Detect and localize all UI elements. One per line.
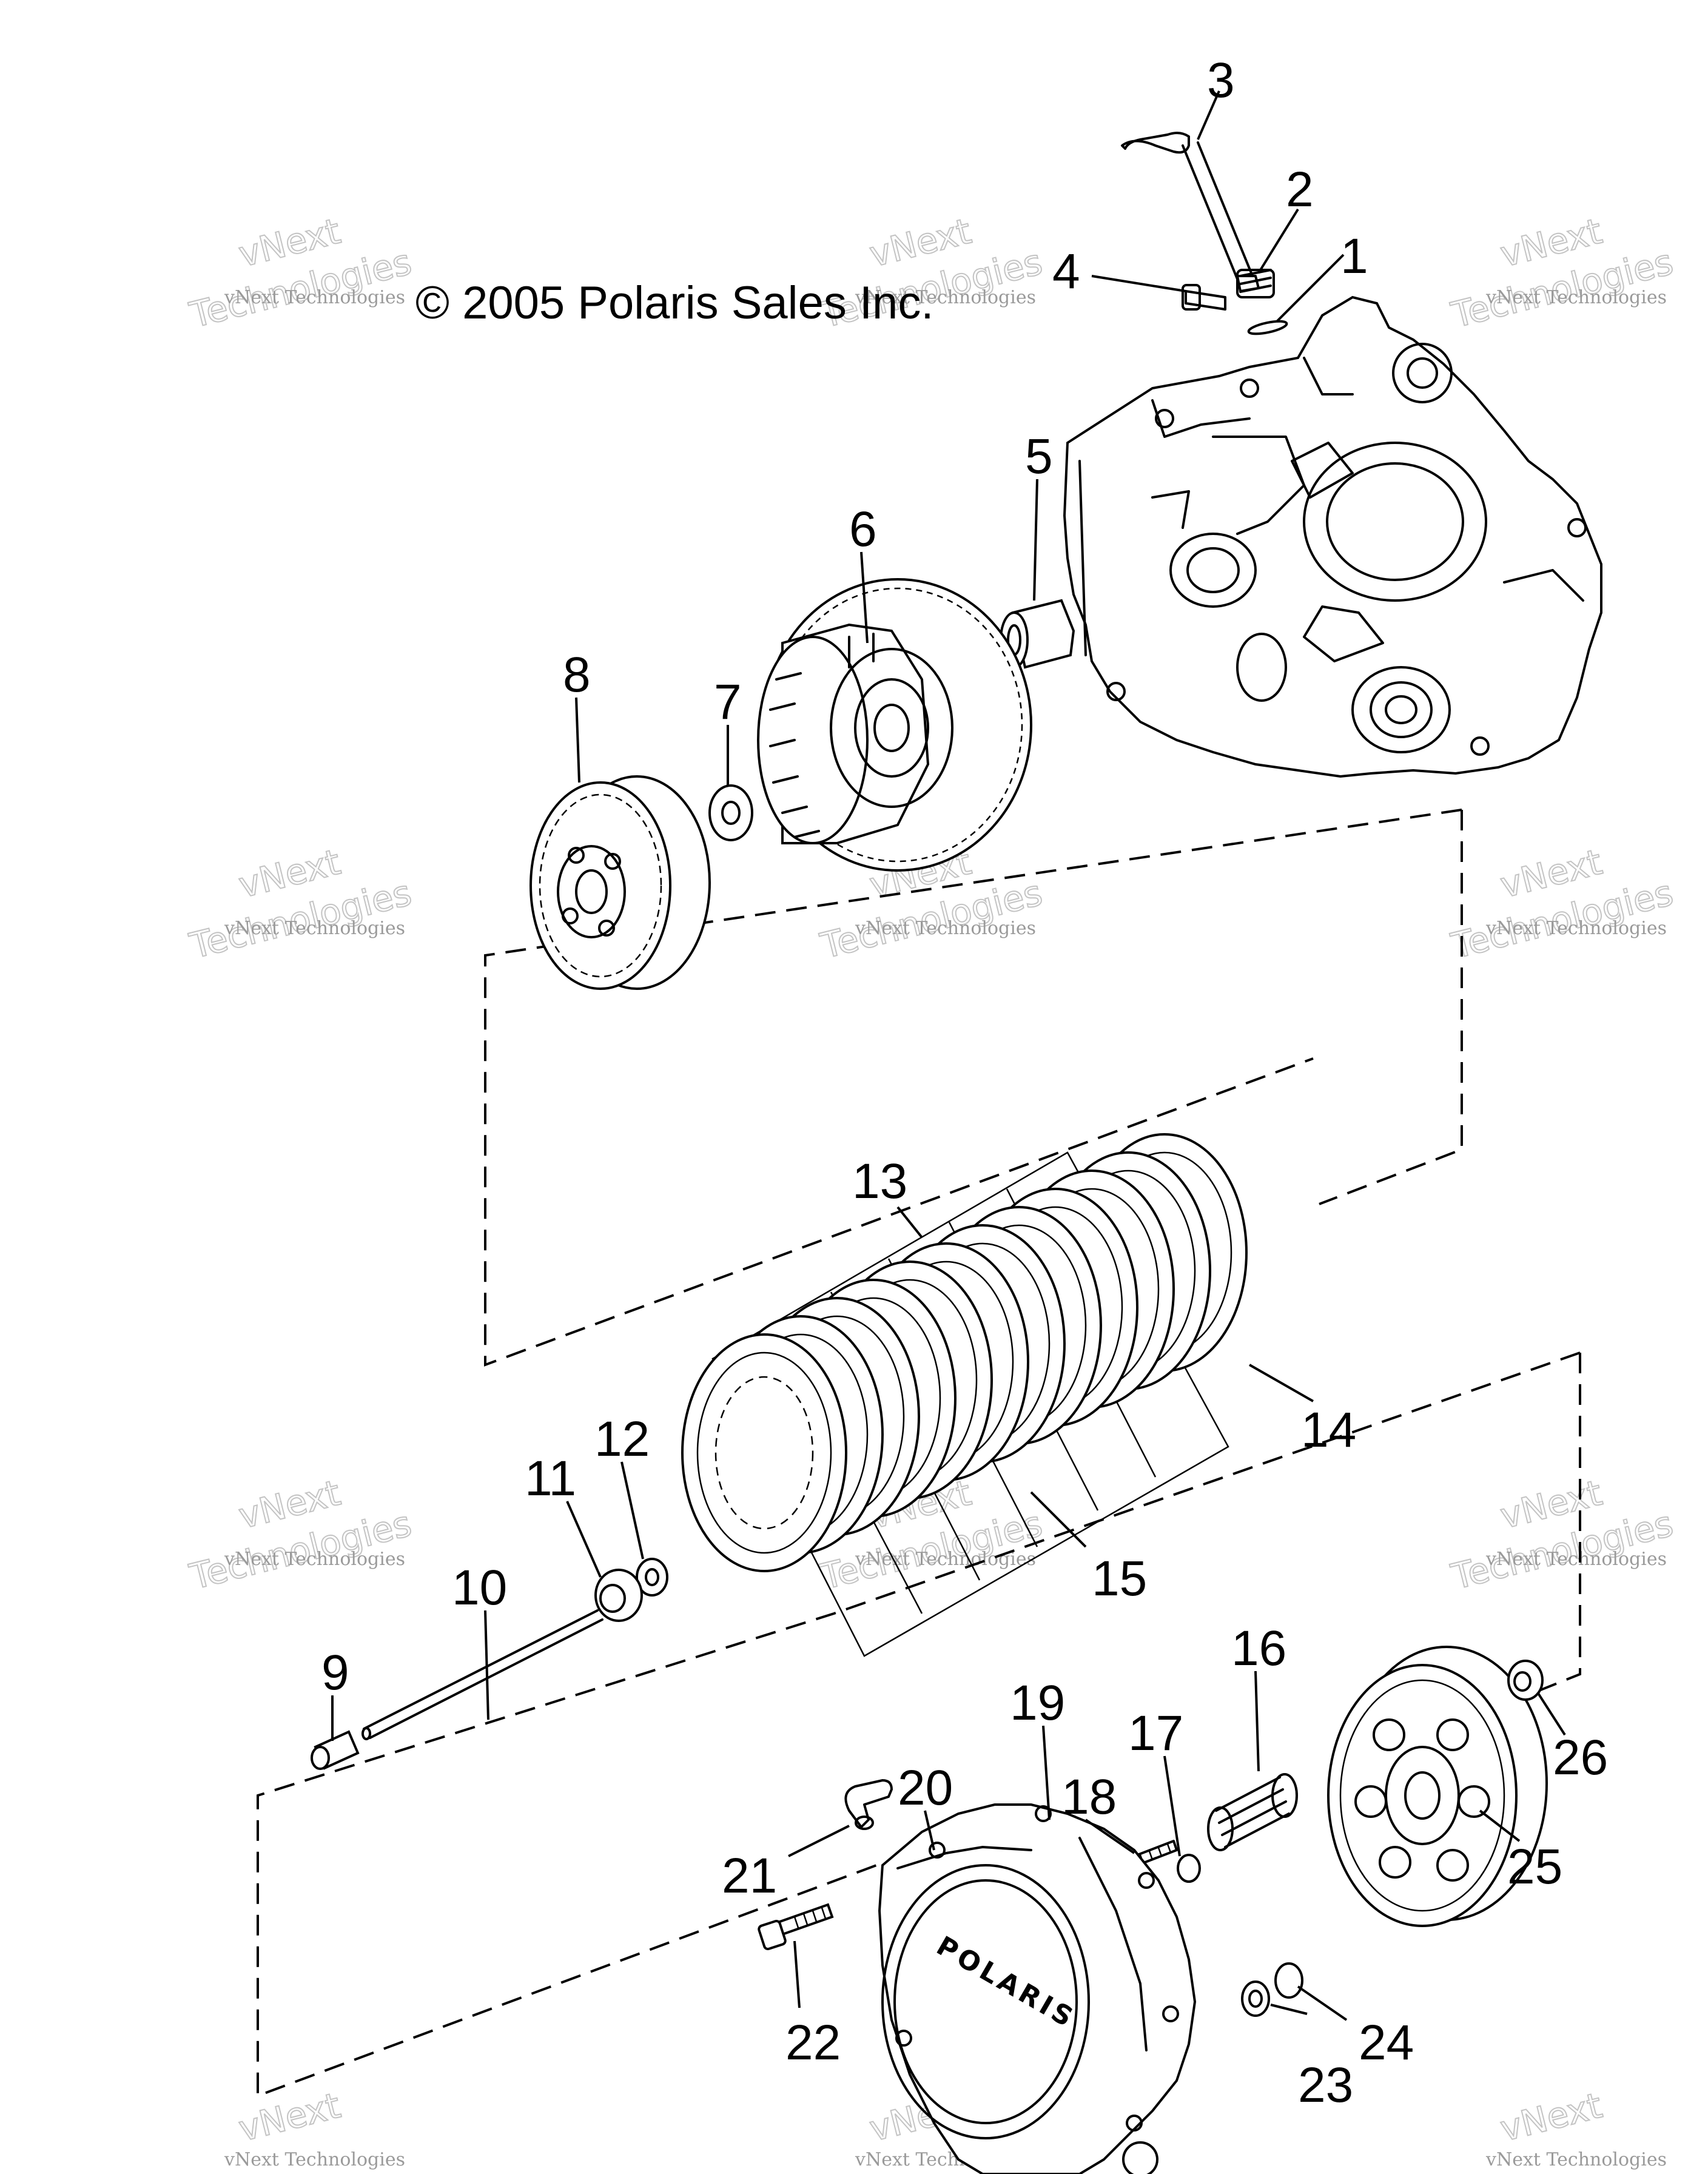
part-washer-17 <box>1177 1854 1201 1883</box>
part-washer-1 <box>1247 320 1288 335</box>
callout-2: 2 <box>1286 162 1314 217</box>
callout-25: 25 <box>1507 1839 1562 1894</box>
svg-text:vNext Technologies: vNext Technologies <box>855 918 1036 939</box>
callout-23: 23 <box>1298 2058 1353 2113</box>
leader-lines <box>331 90 1566 2021</box>
callout-7: 7 <box>714 675 742 730</box>
part-clutch-cover: POLARIS <box>878 1803 1197 2174</box>
assembly-dashed-lines <box>257 809 1581 2098</box>
part-spring-small <box>1236 269 1275 298</box>
part-shift-shaft <box>1121 132 1260 292</box>
svg-text:vNext Technologies: vNext Technologies <box>1485 287 1667 308</box>
watermark: vNext Technologies vNext Technologies <box>185 841 416 968</box>
part-bearing-26 <box>1507 1660 1544 1701</box>
plate-stack <box>681 1133 1248 1572</box>
part-oring-24 <box>1274 1962 1303 1999</box>
watermark: vNext vNext Technologies <box>1485 2084 1667 2170</box>
part-washer-12 <box>636 1558 668 1597</box>
callout-26: 26 <box>1553 1730 1608 1785</box>
svg-text:vNext Technologies: vNext Technologies <box>224 287 405 308</box>
callout-13: 13 <box>852 1154 907 1209</box>
part-clutch-hub <box>530 775 711 990</box>
watermark: vNext Technologies vNext Technologies <box>185 210 416 337</box>
part-pressure-plate <box>1327 1646 1548 1927</box>
callout-19: 19 <box>1010 1675 1065 1731</box>
watermark: vNext Technologies vNext Technologies <box>1447 841 1678 968</box>
svg-text:vNext: vNext <box>235 2085 345 2150</box>
svg-text:vNext Technologies: vNext Technologies <box>1485 918 1667 939</box>
svg-text:vNext Technologies: vNext Technologies <box>224 918 405 939</box>
callout-5: 5 <box>1025 429 1053 484</box>
svg-text:vNext Technologies: vNext Technologies <box>855 287 1036 308</box>
part-clutch-plate-pack <box>681 1133 1248 1657</box>
part-clutch-spring <box>1207 1773 1298 1851</box>
part-clutch-basket <box>757 578 1032 872</box>
svg-text:vNext Technologies: vNext Technologies <box>855 1549 1036 1570</box>
svg-text:vNext: vNext <box>1496 2085 1606 2150</box>
callout-11: 11 <box>525 1451 576 1506</box>
svg-text:vNext Technologies: vNext Technologies <box>1485 1549 1667 1570</box>
callout-15: 15 <box>1092 1551 1147 1606</box>
watermark: vNext vNext Technologies <box>224 2084 405 2170</box>
part-rod-end <box>311 1730 360 1770</box>
part-washer-7 <box>708 784 753 841</box>
callout-3: 3 <box>1207 53 1235 108</box>
part-sleeve-5 <box>1000 599 1075 669</box>
part-push-rod <box>361 1609 604 1740</box>
copyright-notice: © 2005 Polaris Sales Inc. <box>415 277 933 329</box>
svg-text:vNext Technologies: vNext Technologies <box>224 2149 405 2170</box>
callout-labels: 1 2 3 4 5 6 7 8 9 10 11 12 13 14 15 16 1… <box>321 53 1608 2113</box>
callout-12: 12 <box>594 1412 650 1467</box>
svg-text:vNext Technologies: vNext Technologies <box>224 1549 405 1570</box>
watermark: vNext Technologies vNext Technologies <box>1447 1472 1678 1598</box>
part-crankcase <box>1063 295 1602 778</box>
callout-21: 21 <box>722 1848 777 1903</box>
part-bolt-4 <box>1182 284 1226 311</box>
part-bearing-11 <box>594 1569 643 1622</box>
callout-8: 8 <box>563 647 591 702</box>
callout-24: 24 <box>1359 2015 1414 2070</box>
watermark: vNext Technologies vNext Technologies <box>185 1472 416 1598</box>
callout-22: 22 <box>785 2015 841 2070</box>
callout-20: 20 <box>898 1760 953 1816</box>
callout-9: 9 <box>321 1645 349 1700</box>
part-hose-elbow <box>844 1779 893 1830</box>
callout-10: 10 <box>452 1560 507 1615</box>
part-seal-23 <box>1241 1980 1270 2017</box>
callout-17: 17 <box>1128 1706 1183 1761</box>
callout-16: 16 <box>1231 1621 1286 1676</box>
callout-14: 14 <box>1301 1402 1356 1458</box>
watermark: vNext Technologies vNext Technologies <box>1447 210 1678 337</box>
callout-6: 6 <box>849 502 877 557</box>
callout-18: 18 <box>1061 1769 1117 1825</box>
callout-4: 4 <box>1052 244 1080 299</box>
callout-1: 1 <box>1340 229 1368 284</box>
svg-text:vNext Technologies: vNext Technologies <box>1485 2149 1667 2170</box>
part-bolt-22 <box>758 1903 834 1951</box>
